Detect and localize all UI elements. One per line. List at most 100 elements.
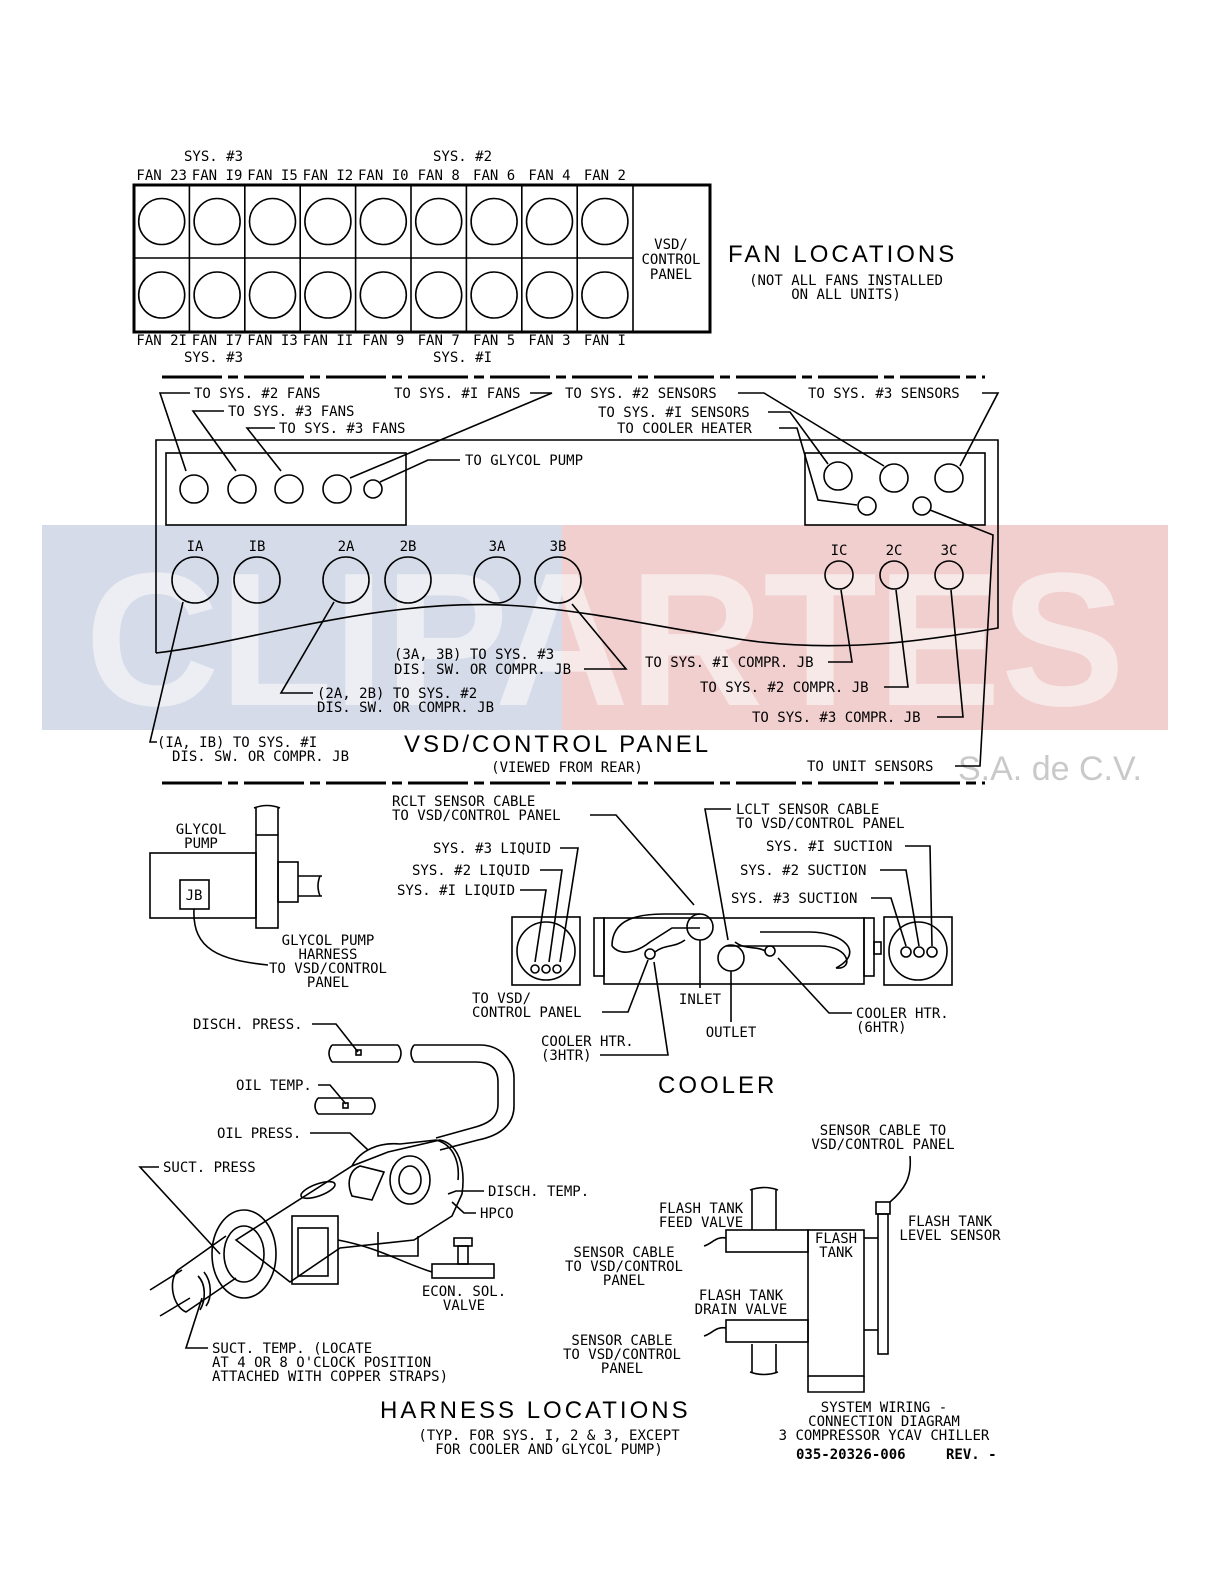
leader-sys2-suction (880, 869, 920, 947)
callout-sys3-jb-2: DIS. SW. OR COMPR. JB (394, 662, 571, 678)
leader-unit-sensors (929, 509, 994, 767)
heater-6htr-label-1: COOLER HTR. (856, 1006, 949, 1022)
fan-circle (137, 197, 186, 246)
fan-circle (304, 271, 352, 319)
suction-port-1 (900, 946, 912, 958)
sensor-cable-2-label-2: TO VSD/CONTROL (563, 1347, 681, 1363)
econ-label-2: VALVE (443, 1298, 485, 1314)
leader-sys3-jb (571, 603, 628, 670)
cooler-inlet-pipe (611, 913, 700, 953)
leader-sys2-compr (884, 589, 909, 688)
suction-pipe (149, 1235, 237, 1317)
port-3a (473, 556, 521, 604)
fan-panel-label-2: CONTROL (641, 252, 700, 268)
fan-circle (304, 197, 352, 246)
leader-cooler-heater (779, 427, 858, 506)
callout-sys2-jb-1: (2A, 2B) TO SYS. #2 (317, 686, 477, 702)
suction-port-2 (913, 946, 925, 958)
cooler-outlet-pipe (726, 931, 851, 969)
leader-sys2-sensors (738, 392, 885, 467)
heater-3htr-label-2: (3HTR) (541, 1048, 592, 1064)
callout-sys1-sensors: TO SYS. #I SENSORS (598, 405, 750, 421)
liquid-connection-box (511, 916, 581, 986)
fan-circle (581, 271, 629, 319)
port-1b (233, 556, 281, 604)
leader-rclt (590, 814, 695, 906)
suct-temp-label-1: SUCT. TEMP. (LOCATE (212, 1341, 372, 1357)
level-sensor-head (875, 1201, 891, 1215)
port-sys3-fans-b (274, 474, 304, 504)
econ-valve-stem (457, 1245, 469, 1265)
callout-sys3-jb-1: (3A, 3B) TO SYS. #3 (394, 647, 554, 663)
oil-temp-sensor (342, 1102, 349, 1109)
leader-hpco (451, 1201, 476, 1214)
port-1a (171, 556, 219, 604)
fan-circle (470, 271, 518, 319)
port-sys2-sensors (879, 463, 909, 493)
fan-label-bottom: FAN I7 (192, 333, 243, 349)
heater-6htr-label-2: (6HTR) (856, 1020, 907, 1036)
suct-temp-label-3: ATTACHED WITH COPPER STRAPS) (212, 1369, 448, 1385)
port-label-2a: 2A (338, 539, 355, 555)
suction-port-3 (926, 946, 938, 958)
glycol-pump-harness-wire (193, 908, 269, 966)
title-block-doc-number: 035-20326-006 (796, 1447, 906, 1463)
economizer-block-face (297, 1227, 329, 1277)
callout-sys3-fans-a: TO SYS. #3 FANS (228, 404, 354, 420)
fan-circle (581, 197, 629, 246)
fan-circle (248, 271, 297, 319)
fan-label-top: FAN I2 (303, 168, 354, 184)
sys-label-bottom-right: SYS. #I (433, 350, 492, 366)
port-3c (934, 560, 964, 590)
glycol-pump-coupling (277, 861, 299, 903)
cooler-end-right (863, 917, 875, 977)
glycol-pump-jb (179, 879, 210, 910)
feed-valve-label-1: FLASH TANK (659, 1201, 744, 1217)
fan-cells (137, 185, 629, 332)
feed-valve-wire (703, 1236, 727, 1247)
cooler-title: COOLER (658, 1072, 777, 1099)
level-sensor-label-2: LEVEL SENSOR (899, 1228, 1001, 1244)
cooler-end-stub (873, 941, 882, 955)
port-sys2-fans (179, 474, 209, 504)
port-cooler-heater (857, 496, 877, 516)
rclt-label-2: TO VSD/CONTROL PANEL (392, 808, 561, 824)
leader-sys3-liquid (559, 847, 579, 963)
suct-press-label: SUCT. PRESS (163, 1160, 256, 1176)
suction-pipe-strap (197, 1271, 212, 1311)
sys3-suction-label: SYS. #3 SUCTION (731, 891, 857, 907)
fan-label-bottom: FAN I3 (247, 333, 298, 349)
glycol-harness-label-1: GLYCOL PUMP (282, 933, 375, 949)
sys1-liquid-label: SYS. #I LIQUID (397, 883, 515, 899)
liquid-port-1 (530, 964, 540, 974)
fan-label-bottom: FAN 9 (362, 333, 404, 349)
fan-circle (525, 197, 574, 246)
sensor-cable-1-label-2: TO VSD/CONTROL (565, 1259, 683, 1275)
cooler-heater-3htr (644, 948, 656, 960)
fan-panel-label-3: PANEL (650, 267, 692, 283)
leader-sys2-jb (279, 601, 335, 694)
glycol-harness-label-3: TO VSD/CONTROL (269, 961, 387, 977)
callout-sys1-compr: TO SYS. #I COMPR. JB (645, 655, 814, 671)
sensor-harness-box (804, 452, 986, 526)
compressor-inspection-port (300, 1180, 336, 1200)
heater-3htr-label-1: COOLER HTR. (541, 1034, 634, 1050)
callout-sys3-sensors: TO SYS. #3 SENSORS (808, 386, 960, 402)
cooler-end-left (593, 917, 605, 977)
flash-tank-body (807, 1229, 865, 1377)
fan-locations-note-2: ON ALL UNITS) (791, 287, 901, 303)
econ-valve-wire (337, 1239, 433, 1273)
leader-to-vsd (602, 959, 649, 1013)
glycol-pump-pipe-out (298, 875, 322, 897)
fan-label-top: FAN 2 (584, 168, 626, 184)
flash-tank-top-pipe (749, 1186, 779, 1230)
fan-label-bottom: FAN 2I (136, 333, 187, 349)
fan-label-bottom: FAN 7 (418, 333, 460, 349)
cooler-section: RCLT SENSOR CABLE TO VSD/CONTROL PANEL L… (392, 794, 953, 1099)
disch-press-label: DISCH. PRESS. (193, 1017, 303, 1033)
port-glycol-pump (363, 479, 383, 499)
fan-label-top: FAN 23 (136, 168, 187, 184)
